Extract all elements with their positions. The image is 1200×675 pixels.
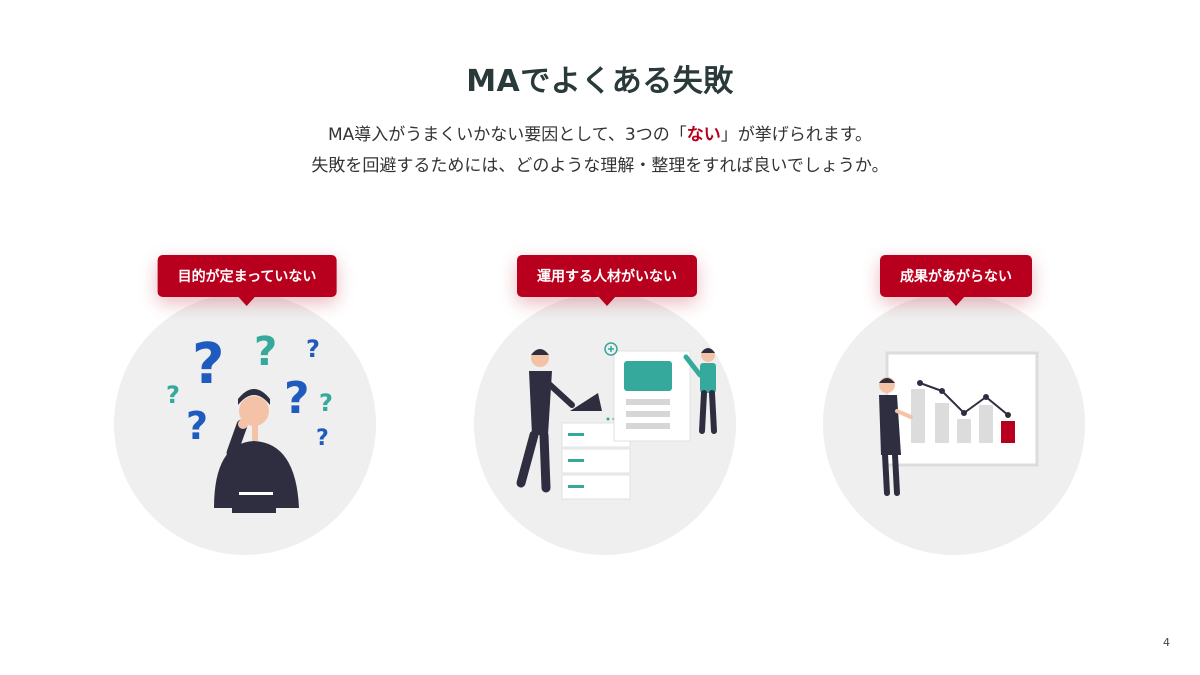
svg-text:?: ? [186, 404, 208, 448]
card-no-goal: ? ? ? ? ? ? ? ? 目的が定まっていない [114, 255, 380, 555]
card-no-personnel: 運用する人材がいない [474, 255, 740, 555]
confused-person-question-marks-icon: ? ? ? ? ? ? ? ? [166, 329, 333, 513]
svg-text:?: ? [316, 426, 329, 451]
svg-text:?: ? [306, 335, 320, 363]
card-no-results: 成果があがらない [823, 255, 1089, 555]
svg-text:?: ? [192, 332, 224, 397]
svg-text:?: ? [284, 373, 310, 424]
svg-text:?: ? [319, 389, 333, 417]
slide-title: MAでよくある失敗 [466, 64, 734, 99]
lead-line-2: 失敗を回避するためには、どのような理解・整理をすれば良いでしょうか。 [311, 156, 889, 176]
svg-text:?: ? [254, 329, 277, 375]
declining-chart-presenter-icon [879, 351, 1039, 496]
card-label: 目的が定まっていない [157, 255, 337, 306]
lead-line-1: MA導入がうまくいかない要因として、3つの「ない」が挙げられます。 [0, 120, 1200, 145]
svg-text:?: ? [166, 381, 180, 409]
card-label: 運用する人材がいない [517, 255, 697, 306]
lead-line-1-before: MA導入がうまくいかない要因として、3つの「 [327, 125, 687, 145]
page-number: 4 [1163, 636, 1170, 649]
lead-highlight: ない [686, 125, 721, 145]
card-label: 成果があがらない [880, 255, 1032, 306]
people-operating-server-icon [516, 342, 717, 500]
lead-line-1-after: 」が挙げられます。 [720, 125, 873, 145]
